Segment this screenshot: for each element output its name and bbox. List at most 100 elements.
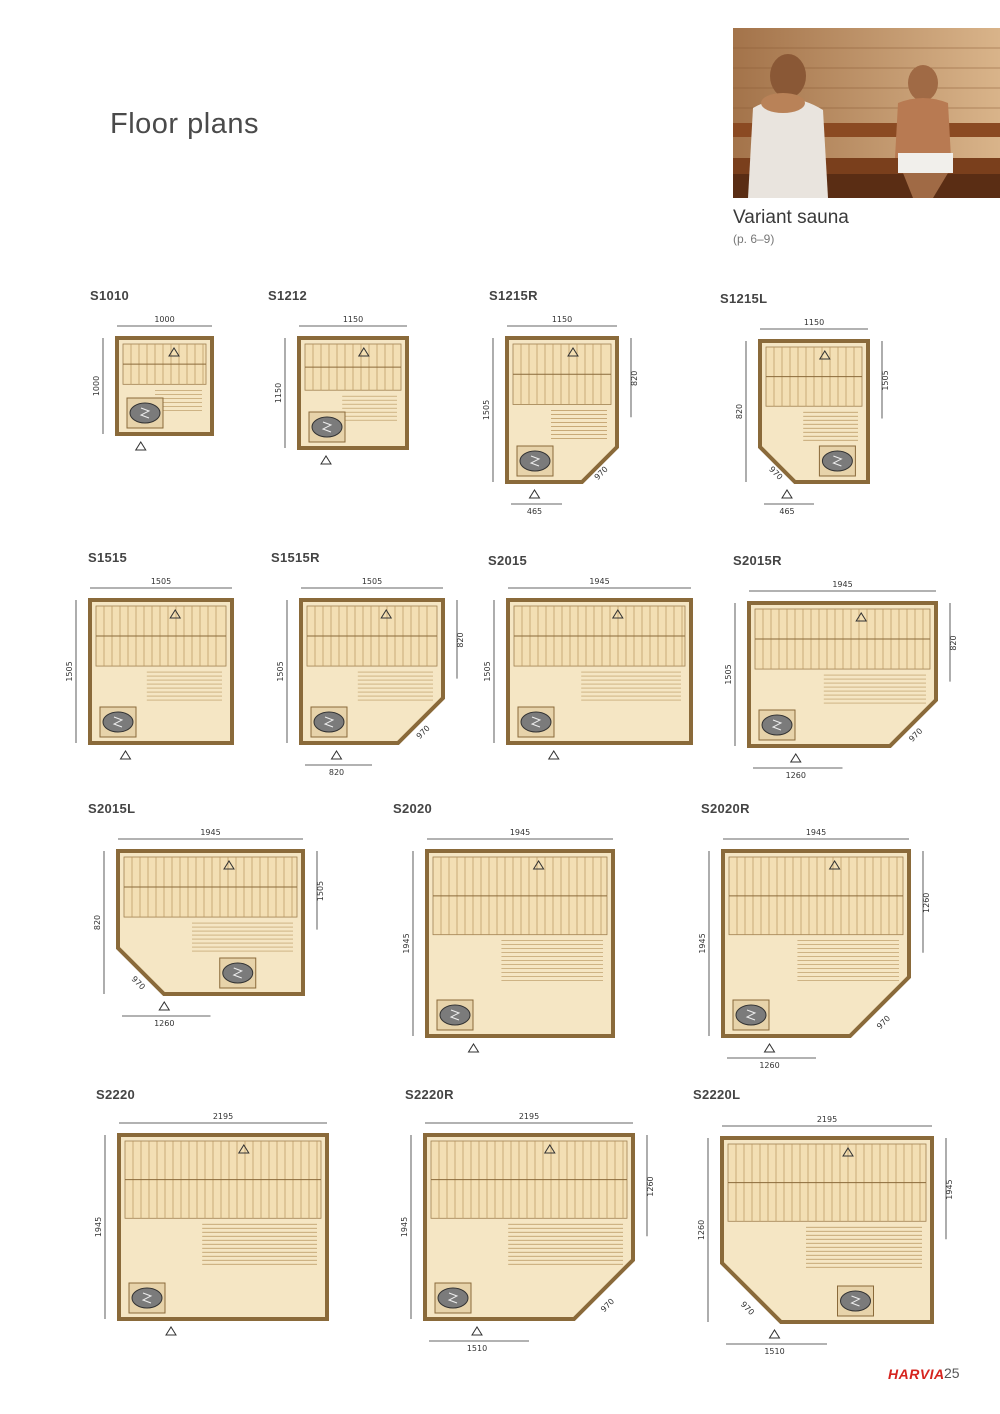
dim-side: 820 [456,632,465,647]
dim-depth: 1505 [276,661,285,681]
dim-diagonal: 970 [599,1297,616,1314]
dim-width: 1945 [510,828,530,837]
light-marker-icon [169,609,182,619]
light-marker-icon [237,1144,250,1154]
photo-caption-pages: (p. 6–9) [733,232,775,246]
floor-plan-s2015l: 1945 820 1505 970 1260 [93,828,325,1028]
dim-depth: 820 [93,915,102,930]
dim-depth: 1505 [724,664,733,684]
door-marker-icon [467,1043,480,1053]
light-marker-icon [567,347,579,357]
dim-bottom: 465 [779,507,794,516]
dim-bottom: 1260 [154,1019,174,1028]
dim-depth: 1000 [92,376,101,396]
dim-depth: 1505 [483,661,492,681]
dim-width: 2195 [519,1112,539,1121]
dim-side: 1945 [945,1179,954,1199]
light-marker-icon [818,350,831,360]
dim-depth: 1150 [274,383,283,403]
plan-label-s2220l: S2220L [693,1087,741,1102]
dim-width: 1150 [804,318,824,327]
dim-side: 1505 [316,881,325,901]
page-title: Floor plans [110,108,259,140]
door-marker-icon [471,1326,483,1336]
door-marker-icon [165,1326,177,1336]
dim-width: 1945 [589,577,609,586]
plan-label-s2020: S2020 [393,801,433,816]
dim-diagonal: 970 [130,974,147,991]
dim-depth: 1945 [94,1217,103,1237]
dim-depth: 1945 [402,933,411,953]
light-marker-icon [543,1144,556,1154]
dim-diagonal: 970 [875,1014,892,1031]
floor-plan-s2020r: 1945 1945 1260 970 1260 [698,828,931,1070]
dim-bottom: 1510 [764,1347,784,1356]
plan-label-s1215l: S1215L [720,291,768,306]
plan-label-s1010: S1010 [90,288,130,303]
dim-bottom: 820 [329,768,344,777]
light-marker-icon [380,609,393,619]
floor-plan-s2220: 2195 1945 [94,1112,329,1336]
light-marker-icon [168,347,180,357]
sauna-photo [733,28,1000,198]
dim-width: 2195 [213,1112,233,1121]
dim-width: 2195 [817,1115,837,1124]
light-marker-icon [611,609,624,619]
floor-plan-s1212: 1150 1150 [274,315,409,465]
dim-width: 1505 [151,577,171,586]
floor-plan-s2220r: 2195 1945 1260 970 1510 [400,1112,655,1353]
dim-diagonal: 970 [739,1300,756,1317]
plan-label-s2020r: S2020R [701,801,750,816]
dim-depth: 1505 [65,661,74,681]
light-marker-icon [855,612,868,622]
dim-bottom: 465 [527,507,542,516]
dim-width: 1945 [806,828,826,837]
dim-side: 820 [630,371,639,386]
dim-bottom: 1260 [786,771,806,780]
plan-label-s2220r: S2220R [405,1087,454,1102]
door-marker-icon [781,489,793,499]
door-marker-icon [789,753,802,763]
dim-width: 1945 [832,580,852,589]
door-marker-icon [547,750,560,760]
floor-plan-s2015: 1945 1505 [483,577,693,760]
harvia-logo: HARVIA [888,1366,945,1382]
dim-width: 1945 [200,828,220,837]
door-marker-icon [763,1043,776,1053]
dim-diagonal: 970 [907,726,924,743]
light-marker-icon [532,860,545,870]
dim-side: 1260 [922,893,931,913]
floor-plan-s2015r: 1945 1505 820 970 1260 [724,580,958,780]
door-marker-icon [119,750,132,760]
plan-label-s1215r: S1215R [489,288,538,303]
dim-width: 1150 [343,315,363,324]
floor-plan-s1010: 1000 1000 [92,315,214,451]
dim-bottom: 1510 [467,1344,487,1353]
dim-side: 820 [949,635,958,650]
plan-label-s1212: S1212 [268,288,308,303]
dim-depth: 1945 [400,1217,409,1237]
dim-side: 1260 [646,1176,655,1196]
dim-bottom: 1260 [759,1061,779,1070]
plan-label-s2015r: S2015R [733,553,782,568]
dim-depth: 1945 [698,933,707,953]
dim-depth: 820 [735,404,744,419]
door-marker-icon [134,441,147,451]
plan-label-s2015l: S2015L [88,801,136,816]
door-marker-icon [158,1001,171,1011]
plan-label-s1515: S1515 [88,550,128,565]
light-marker-icon [223,860,235,870]
door-marker-icon [320,455,332,465]
photo-caption-title: Variant sauna [733,207,849,228]
door-marker-icon [768,1329,781,1339]
light-marker-icon [357,347,370,357]
plan-label-s2015: S2015 [488,553,528,568]
plan-label-s1515r: S1515R [271,550,320,565]
door-marker-icon [330,750,343,760]
dim-width: 1000 [154,315,174,324]
page-number: 25 [944,1365,960,1381]
dim-side: 1505 [881,370,890,390]
